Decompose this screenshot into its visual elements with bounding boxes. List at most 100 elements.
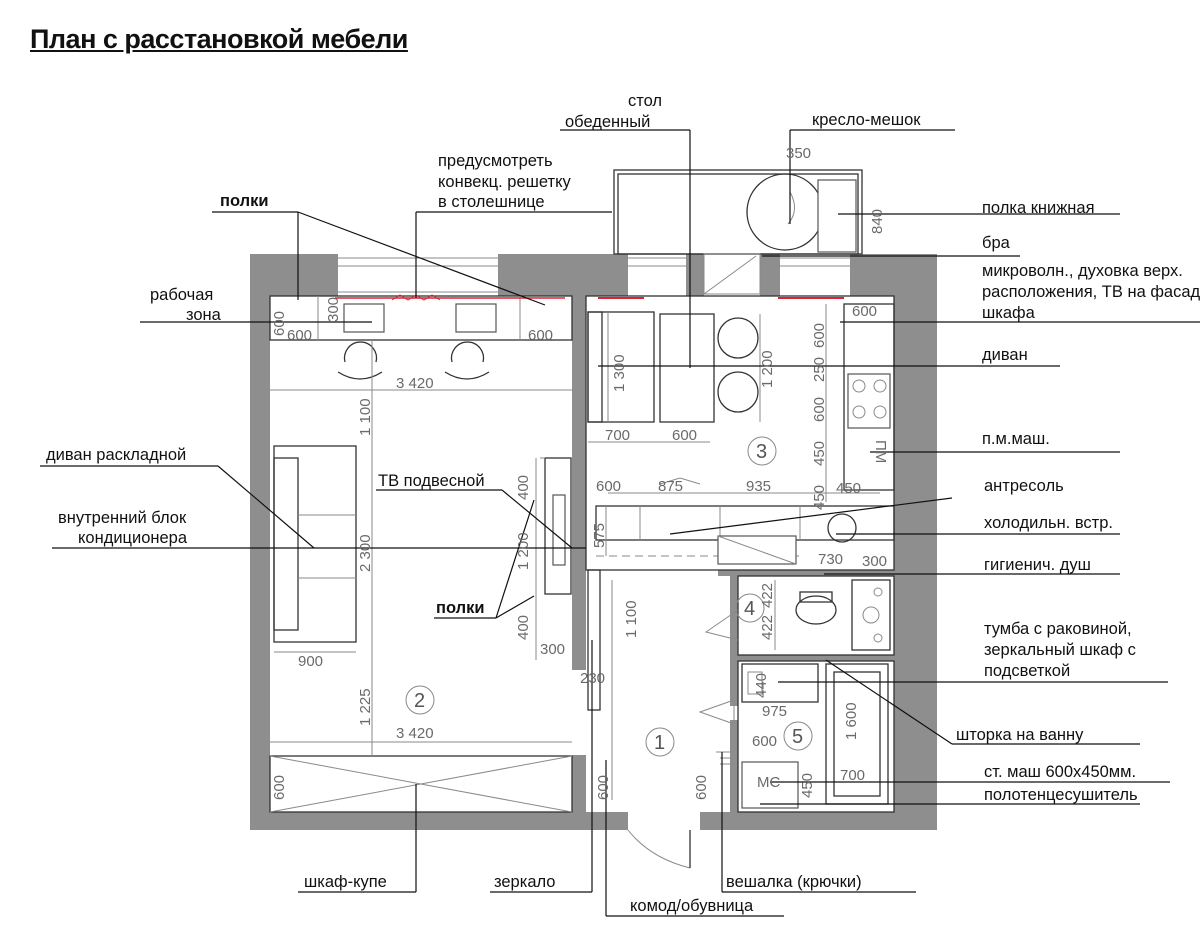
dim-3420-bot: 3 420	[396, 725, 434, 742]
label-tv: ТВ подвесной	[378, 472, 485, 490]
desk	[269, 294, 573, 380]
bookshelf	[817, 179, 857, 253]
dim-250: 250	[811, 357, 828, 382]
label-ac-1: внутренний блок	[58, 509, 187, 527]
windows	[338, 257, 850, 293]
kitchen	[585, 295, 895, 571]
dim-600-top-r: 600	[852, 303, 877, 320]
wall-top-2	[498, 254, 628, 296]
sofa-bed	[273, 445, 357, 643]
room2-dim-lines	[270, 340, 572, 756]
dim-300-top: 300	[325, 297, 342, 322]
dim-600-hanger: 600	[693, 775, 710, 800]
corridor	[587, 569, 691, 869]
wall-left	[250, 254, 270, 830]
wall-bath-mid	[730, 655, 894, 661]
wardrobe	[269, 755, 573, 813]
dim-400-a: 400	[515, 475, 532, 500]
label-curtain: шторка на ванну	[956, 726, 1084, 744]
dim-450-b: 450	[799, 773, 816, 798]
dim-350: 350	[786, 145, 811, 162]
room-markers	[405, 436, 813, 757]
dim-450-kr: 450	[811, 441, 828, 466]
label-radiator-1: предусмотреть	[438, 152, 553, 170]
dim-600-wardrobe: 600	[271, 775, 288, 800]
label-bookshelf: полка книжная	[982, 199, 1095, 217]
label-towel: полотенцесушитель	[984, 786, 1138, 804]
dim-935: 935	[746, 478, 771, 495]
label-shelves-top: полки	[220, 192, 269, 210]
dim-840: 840	[869, 209, 886, 234]
label-table-1: стол	[628, 92, 662, 110]
wall-right	[894, 254, 937, 830]
dishwasher-symbol: ПМ	[872, 440, 889, 463]
wall-top-4	[760, 254, 780, 296]
dim-600-wr: 600	[528, 327, 553, 344]
dim-1225: 1 225	[357, 688, 374, 726]
wall-bath-vert	[730, 576, 738, 706]
label-wardrobe: шкаф-купе	[304, 873, 387, 891]
label-vanity-3: подсветкой	[984, 662, 1070, 680]
dim-422-a: 422	[759, 583, 776, 608]
label-radiator-2: конвекц. решетку	[438, 173, 571, 191]
wall-top-1	[250, 254, 338, 296]
label-microwave-1: микроволн., духовка верх.	[982, 262, 1183, 280]
label-microwave-2: расположения, ТВ на фасаде	[982, 283, 1200, 301]
label-vanity-1: тумба с раковиной,	[984, 620, 1132, 638]
dim-422-b: 422	[759, 615, 776, 640]
dim-875: 875	[658, 478, 683, 495]
wall-bottom-right	[700, 812, 937, 830]
dim-300-kr: 300	[862, 553, 887, 570]
wall-top-3	[686, 254, 704, 296]
dim-700-b: 700	[840, 767, 865, 784]
dim-600-wall-left: 600	[271, 311, 288, 336]
washer-symbol: МС	[757, 774, 780, 791]
label-dishwasher: п.м.маш.	[982, 430, 1050, 448]
label-fridge: холодильн. встр.	[984, 514, 1113, 532]
label-ac-2: кондиционера	[78, 529, 188, 547]
room-number-4: 4	[744, 598, 755, 620]
label-microwave-3: шкафа	[982, 304, 1036, 322]
dim-600-kr2: 600	[811, 397, 828, 422]
dim-400-b: 400	[515, 615, 532, 640]
dim-600-b: 600	[752, 733, 777, 750]
label-radiator-3: в столешнице	[438, 193, 545, 211]
label-workzone-2: зона	[186, 306, 222, 324]
dim-600-kr1: 600	[811, 323, 828, 348]
label-washer: ст. маш 600х450мм.	[984, 763, 1136, 781]
walls	[250, 254, 937, 830]
label-hanger: вешалка (крючки)	[726, 873, 862, 891]
label-sofa: диван	[982, 346, 1028, 364]
dim-450-kc: 450	[836, 480, 861, 497]
room-number-3: 3	[756, 441, 767, 463]
page-title: План с расстановкой мебели	[30, 24, 408, 54]
label-mezzanine: антресоль	[984, 477, 1064, 495]
dim-440: 440	[753, 673, 770, 698]
wall-bath-vert2	[730, 720, 738, 812]
wall-center	[572, 296, 586, 670]
dim-450-v: 450	[811, 485, 828, 510]
room-number-5: 5	[792, 726, 803, 748]
dim-1200-k: 1 200	[759, 350, 776, 388]
wall-center-lower	[572, 755, 586, 815]
dim-600-k: 600	[672, 427, 697, 444]
label-vanity-2: зеркальный шкаф с	[984, 641, 1136, 659]
wall-bottom-left	[250, 812, 628, 830]
label-table-2: обеденный	[565, 113, 650, 131]
dim-600-kc: 600	[596, 478, 621, 495]
dim-975: 975	[762, 703, 787, 720]
dim-730: 730	[818, 551, 843, 568]
dim-1300: 1 300	[611, 354, 628, 392]
dim-900: 900	[298, 653, 323, 670]
dim-700-k: 700	[605, 427, 630, 444]
label-mirror: зеркало	[494, 873, 555, 891]
room-number-2: 2	[414, 690, 425, 712]
dim-230: 230	[580, 670, 605, 687]
dim-600-wl: 600	[287, 327, 312, 344]
label-workzone-1: рабочая	[150, 286, 213, 304]
label-shelves-mid: полки	[436, 599, 485, 617]
label-dresser: комод/обувница	[630, 897, 754, 915]
room-number-1: 1	[654, 732, 665, 754]
wall-bath-top	[718, 570, 894, 576]
